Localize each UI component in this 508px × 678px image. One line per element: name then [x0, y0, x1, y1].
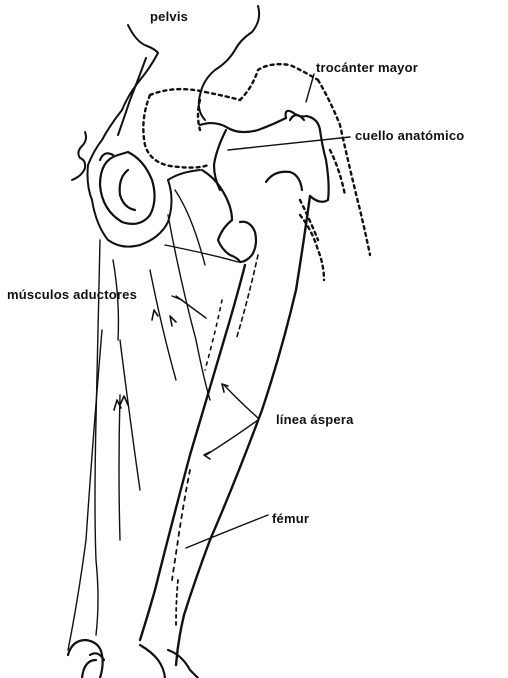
- pointer-cuello: [228, 137, 350, 150]
- acetabulum: [100, 152, 155, 224]
- femur-shaft: [140, 196, 310, 665]
- arrowhead-icon: [170, 316, 176, 326]
- label-femur: fémur: [272, 511, 309, 526]
- label-musculos-aductores: músculos aductores: [7, 287, 137, 302]
- pointer-trocanter: [306, 74, 314, 102]
- adductor-muscles: [68, 190, 238, 650]
- pointer-femur: [186, 515, 268, 548]
- label-cuello-anatomico: cuello anatómico: [355, 128, 464, 143]
- pointer-linea-2: [206, 420, 258, 455]
- pointer-musculos-1: [176, 296, 206, 318]
- arrowhead-icon: [204, 452, 210, 459]
- arrowhead-icon: [152, 310, 158, 320]
- label-trocanter-mayor: trocánter mayor: [316, 60, 418, 75]
- label-pelvis: pelvis: [150, 9, 188, 24]
- label-linea-aspera: línea áspera: [276, 412, 354, 427]
- pointer-linea-1: [224, 385, 258, 418]
- proximal-femur: [200, 111, 329, 262]
